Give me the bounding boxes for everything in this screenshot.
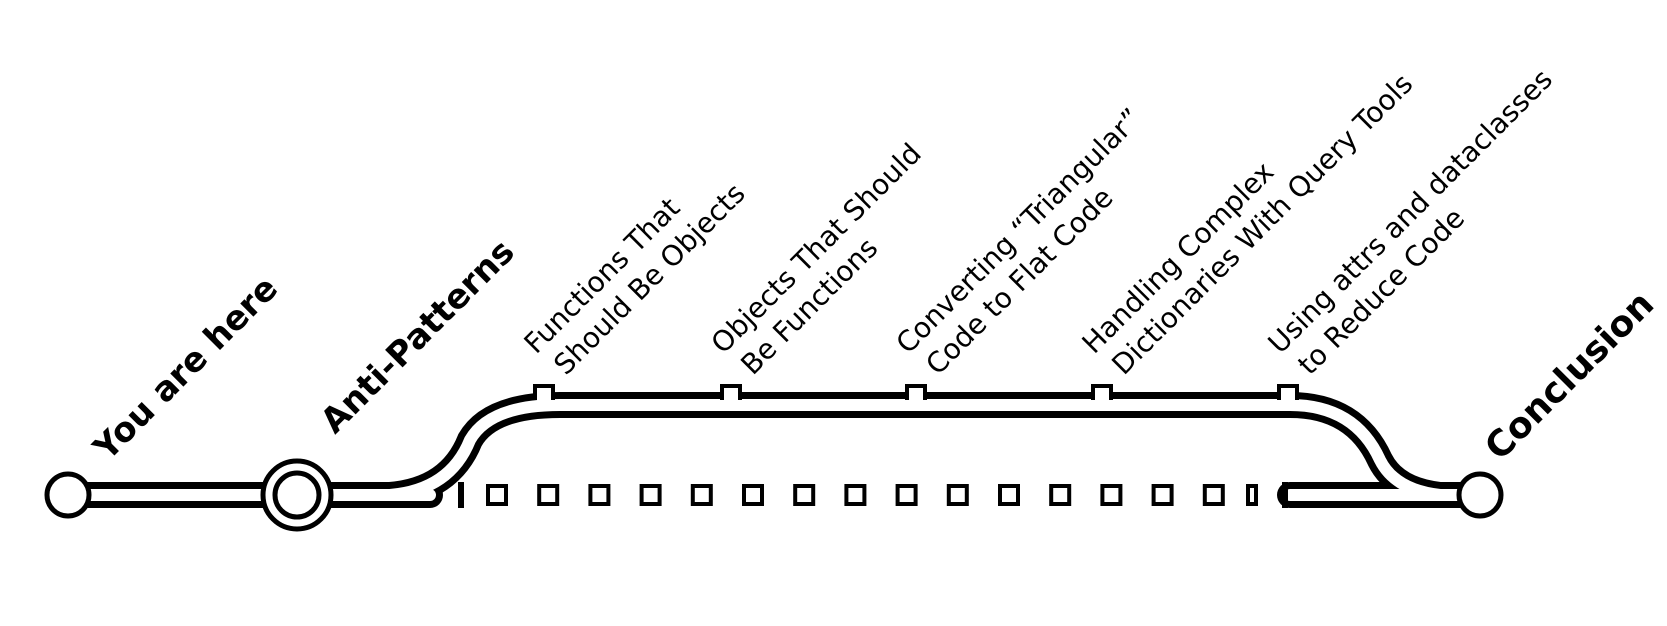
branch-stop-tick-fill xyxy=(537,392,551,404)
station-interchange-inner xyxy=(272,470,322,520)
dash-segment xyxy=(1100,484,1123,506)
dash-segment xyxy=(588,484,611,506)
dash-segment xyxy=(486,484,508,506)
dash-segment xyxy=(1246,484,1258,506)
station-start-marker xyxy=(44,471,92,519)
branch-stop-ticks xyxy=(533,384,1299,404)
branch-stop-label-line: Using attrs and dataclasses xyxy=(1262,63,1559,360)
dash-segment xyxy=(1049,484,1072,506)
branch-stop-tick-fill xyxy=(1095,392,1109,404)
station-end-marker xyxy=(1456,471,1504,519)
dash-segment xyxy=(793,484,816,506)
dash-segment xyxy=(537,484,560,506)
dash-segment xyxy=(946,484,969,506)
branch-stop-label: Handling ComplexDictionaries With Query … xyxy=(1076,42,1420,386)
dash-segment xyxy=(895,484,918,506)
dash-segment xyxy=(742,484,764,506)
branch-stop-label-line: Objects That Should xyxy=(705,137,928,360)
station-end-label: Conclusion xyxy=(1477,284,1662,469)
branch-stop-tick-fill xyxy=(909,392,923,404)
dash-segment xyxy=(1151,484,1174,506)
branch-stop-label: Using attrs and dataclassesto Reduce Cod… xyxy=(1262,63,1585,386)
dash-segment xyxy=(1202,484,1225,506)
branch-stop-label-line: Dictionaries With Query Tools xyxy=(1105,67,1419,381)
dash-segment xyxy=(690,484,713,506)
dash-segment xyxy=(639,484,662,506)
dash-segment xyxy=(844,484,867,506)
dash-segment xyxy=(998,484,1020,506)
station-start-label: You are here xyxy=(85,269,286,470)
branch-stop-label: Functions ThatShould Be Objects xyxy=(518,151,752,385)
branch-stop-tick-fill xyxy=(1281,392,1295,404)
route-line xyxy=(55,392,1493,508)
dashed-track xyxy=(486,484,1258,506)
branch-stop-tick-fill xyxy=(724,392,738,404)
